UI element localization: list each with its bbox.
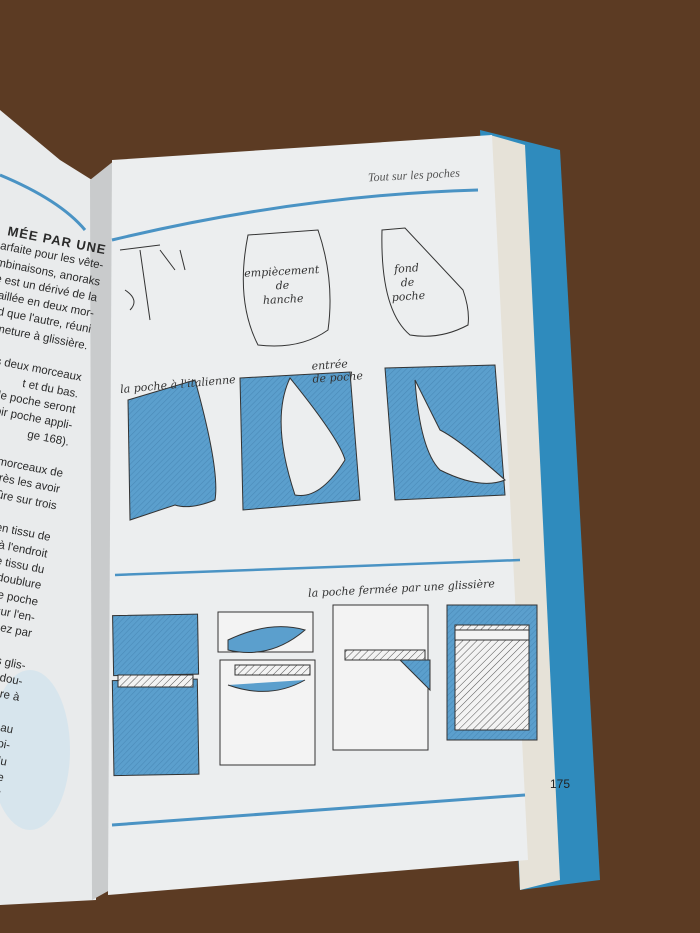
section-rule <box>114 558 521 577</box>
label-fond-de-poche: fond de poche <box>384 260 432 305</box>
glissiere-step-3 <box>332 604 429 751</box>
gutter <box>90 160 115 900</box>
page-number: 175 <box>550 777 571 791</box>
pattern-fond-de-poche <box>381 227 469 337</box>
header-rule <box>111 188 479 242</box>
glissiere-step-1b <box>111 678 200 777</box>
label-empiecement-de-hanche: empiècement de hanche <box>239 263 326 309</box>
italienne-step-1 <box>127 379 217 521</box>
right-page <box>108 135 528 895</box>
label-entree-de-poche: entrée de poche <box>311 356 363 385</box>
footer-rule <box>111 793 526 827</box>
glissiere-step-1a <box>112 613 200 677</box>
page-edges <box>490 135 560 890</box>
skirt-sketch <box>119 244 186 321</box>
glissiere-step-2b <box>219 659 316 766</box>
pattern-empiecement <box>242 229 331 347</box>
